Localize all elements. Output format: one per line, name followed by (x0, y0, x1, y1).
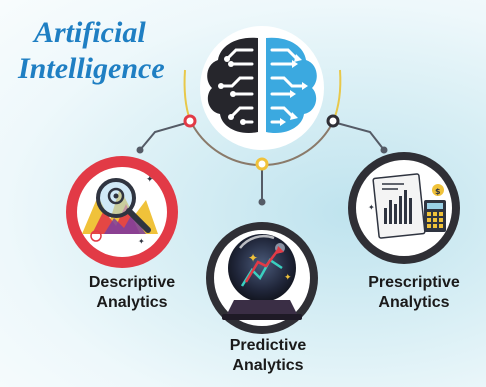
node-predictive: ✦ ✦ (206, 222, 318, 334)
label-predictive: Predictive Analytics (188, 336, 348, 376)
crystal-ball-icon: ✦ ✦ (222, 234, 302, 320)
label-prescriptive-line1: Prescriptive (368, 274, 460, 291)
connector-node-descriptive (136, 146, 144, 154)
label-predictive-line2: Analytics (232, 357, 304, 374)
svg-text:✦: ✦ (146, 175, 154, 185)
title-line-1: Artificial (34, 16, 146, 49)
label-descriptive-line2: Analytics (96, 294, 168, 311)
label-prescriptive: Prescriptive Analytics (344, 273, 484, 313)
hub-connector-arc-right (332, 69, 342, 123)
svg-text:✦: ✦ (284, 273, 292, 283)
connector-descriptive (139, 121, 191, 151)
label-descriptive-line1: Descriptive (88, 274, 176, 291)
report-calculator-icon: $ ✦ (368, 173, 446, 239)
node-descriptive: ✦ ✦ (66, 156, 178, 268)
svg-text:✦: ✦ (368, 203, 375, 212)
magnifier-chart-icon: ✦ ✦ (82, 175, 158, 246)
svg-text:$: $ (435, 187, 441, 196)
junction-dot-dark (326, 114, 340, 128)
node-prescriptive: $ ✦ (348, 152, 460, 264)
junction-dot-red (183, 114, 197, 128)
svg-text:✦: ✦ (248, 251, 258, 265)
brain-circuit-icon (207, 37, 317, 134)
svg-text:✦: ✦ (138, 237, 145, 246)
connector-node-prescriptive (380, 146, 388, 154)
label-prescriptive-line2: Analytics (378, 294, 450, 311)
connector-node-predictive (258, 198, 266, 206)
label-descriptive: Descriptive Analytics (52, 273, 212, 313)
connector-prescriptive (332, 121, 385, 151)
junction-dot-gold (255, 157, 269, 171)
label-predictive-line1: Predictive (229, 337, 307, 354)
title-line-2: Intelligence (18, 52, 165, 85)
